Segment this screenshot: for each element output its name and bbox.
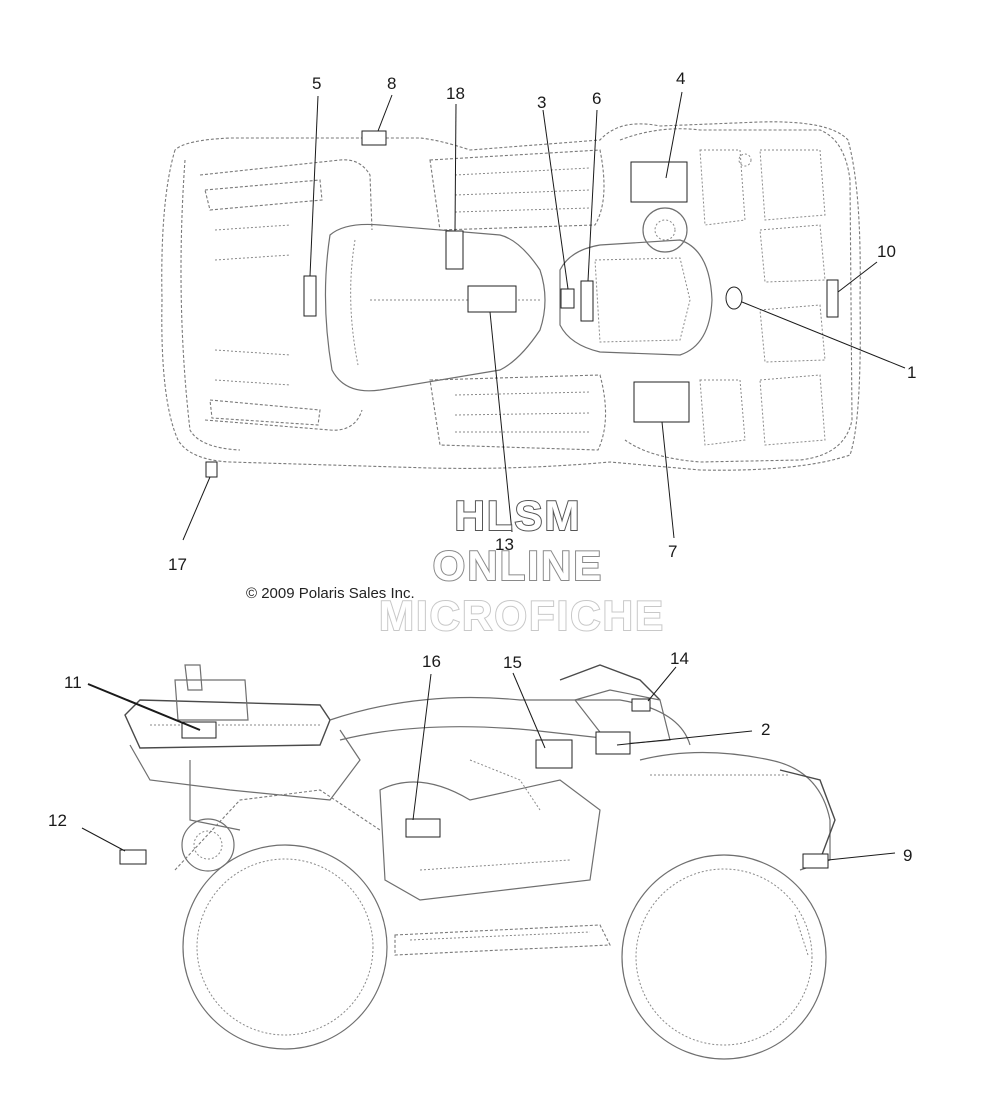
side-view-leaders [81,666,896,861]
decal-3 [560,288,575,309]
decal-2 [595,731,631,755]
decal-15 [535,739,573,769]
callout-3: 3 [537,93,546,112]
copyright-notice: © 2009 Polaris Sales Inc. [246,585,415,602]
decal-5 [303,275,317,317]
callout-18: 18 [446,84,465,103]
callout-10: 10 [877,242,896,261]
callout-6: 6 [592,89,601,108]
callout-16: 16 [422,652,441,671]
decal-4 [630,161,688,203]
callout-5: 5 [312,74,321,93]
callout-13: 13 [495,535,514,554]
callout-7: 7 [668,542,677,561]
top-view-leaders [182,91,906,541]
side-view-decals [119,698,829,869]
atv-side-view [124,664,836,1060]
decal-6 [580,280,594,322]
decal-1 [725,286,743,310]
watermark-line1: HLSM [455,492,582,539]
callout-11: 11 [64,673,82,692]
callout-14: 14 [670,649,689,668]
callout-1: 1 [907,363,916,382]
callout-8: 8 [387,74,396,93]
decal-8 [361,130,387,146]
callout-4: 4 [676,69,685,88]
decal-7 [633,381,690,423]
decal-9 [802,853,829,869]
callout-12: 12 [48,811,67,830]
watermark: HLSM ONLINE MICROFICHE [378,491,665,640]
callout-9: 9 [903,846,912,865]
decal-12 [119,849,147,865]
decal-13 [467,285,517,313]
callout-15: 15 [503,653,522,672]
decal-17 [205,461,218,478]
callout-2: 2 [761,720,770,739]
top-view-decals [205,130,839,478]
decal-10 [826,279,839,318]
decal-16 [405,818,441,838]
decal-14 [631,698,651,712]
callout-numbers: 5 8 18 3 6 4 10 1 13 7 17 11 12 16 15 14… [48,69,916,865]
decal-18 [445,230,464,270]
callout-17: 17 [168,555,187,574]
watermark-line3: MICROFICHE [379,592,665,639]
watermark-line2: ONLINE [433,542,604,589]
atv-top-view [161,121,861,471]
